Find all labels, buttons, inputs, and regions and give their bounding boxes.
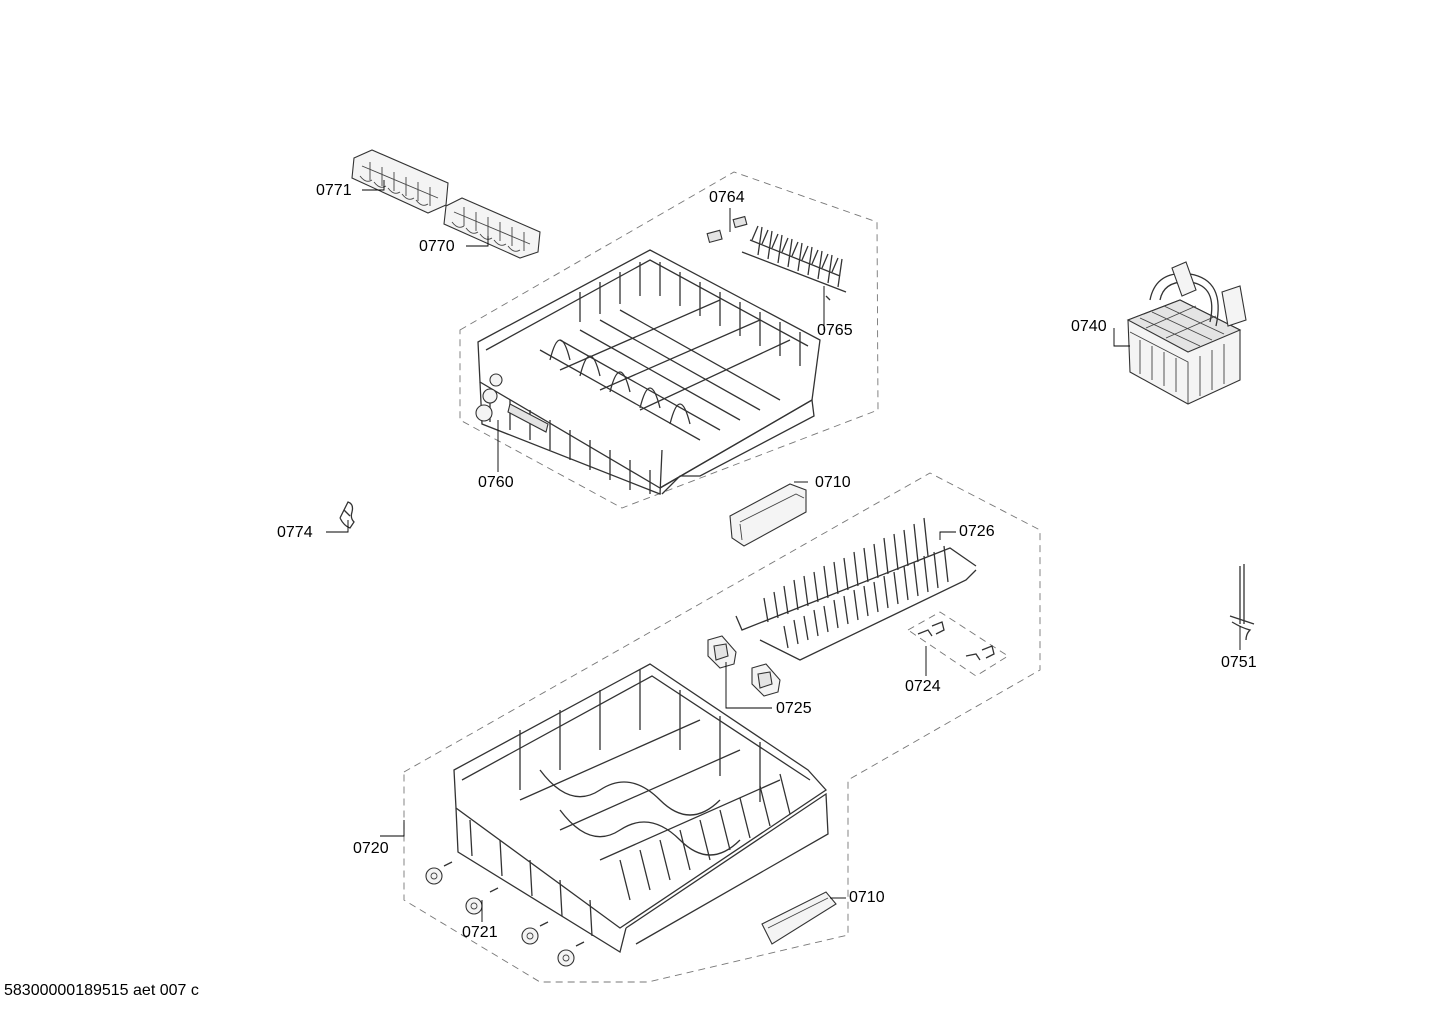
- label-0751[interactable]: 0751: [1221, 654, 1257, 671]
- basket-handle-upper: [729, 483, 807, 547]
- upper-basket-group-outline: [459, 171, 879, 509]
- tine-row-spike: [1229, 564, 1255, 641]
- label-0726[interactable]: 0726: [959, 523, 995, 540]
- basket-wheels: [425, 861, 585, 967]
- label-0770[interactable]: 0770: [419, 238, 455, 255]
- small-items-rack-left: [351, 149, 449, 214]
- cutlery-basket: [1126, 261, 1247, 405]
- leader-lines: [326, 180, 1241, 922]
- label-0710-lower[interactable]: 0710: [849, 889, 885, 906]
- fold-down-tines-upper: [741, 225, 847, 301]
- label-0720[interactable]: 0720: [353, 840, 389, 857]
- tine-holders: [707, 635, 781, 697]
- label-0774[interactable]: 0774: [277, 524, 313, 541]
- lower-basket-group-outline: [403, 472, 1041, 983]
- tine-clip-set: [907, 611, 1009, 677]
- rack-latch-clip: [339, 501, 355, 529]
- label-0710-upper[interactable]: 0710: [815, 474, 851, 491]
- label-0724[interactable]: 0724: [905, 678, 941, 695]
- rack-clip-upper: [706, 215, 748, 244]
- small-items-rack-right: [443, 197, 541, 259]
- label-0765[interactable]: 0765: [817, 322, 853, 339]
- label-0725[interactable]: 0725: [776, 700, 812, 717]
- label-0740[interactable]: 0740: [1071, 318, 1107, 335]
- lower-basket: [453, 663, 829, 954]
- fold-down-tines-lower: [735, 517, 977, 661]
- drawing-reference-number: 58300000189515 aet 007 c: [4, 982, 199, 999]
- label-0764[interactable]: 0764: [709, 189, 745, 206]
- label-0771[interactable]: 0771: [316, 182, 352, 199]
- basket-handle-lower: [761, 891, 837, 945]
- label-0721[interactable]: 0721: [462, 924, 498, 941]
- label-0760[interactable]: 0760: [478, 474, 514, 491]
- upper-basket: [475, 249, 821, 495]
